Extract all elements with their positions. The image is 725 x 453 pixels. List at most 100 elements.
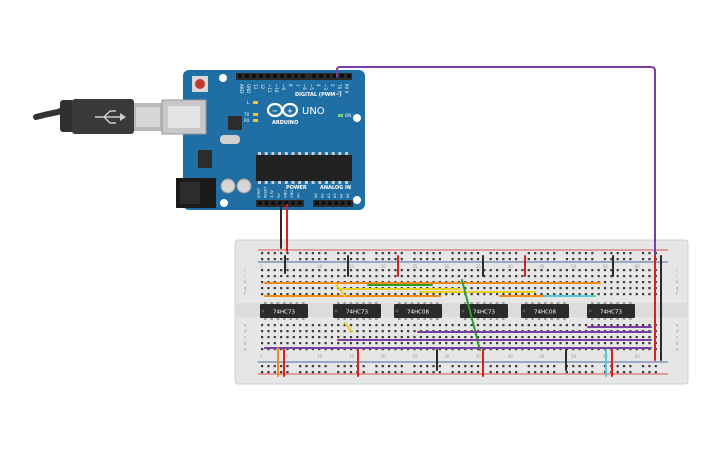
voltage-regulator — [198, 150, 212, 168]
digital-header-label: DIGITAL (PWM~) — [295, 92, 342, 98]
analog-header — [313, 200, 353, 207]
analog-pin-label: A2 — [327, 193, 331, 198]
row-letter: h — [676, 280, 679, 285]
column-number: 5 — [285, 354, 288, 359]
row-letter: a — [676, 347, 679, 352]
ic-chip: 74HC73 — [260, 302, 308, 320]
usb-cable — [33, 99, 162, 134]
row-letter: i — [244, 274, 245, 279]
svg-text:ON: ON — [345, 113, 351, 118]
power-pin-label: GND — [283, 190, 287, 198]
svg-text:+: + — [287, 107, 293, 115]
led-on — [338, 114, 343, 117]
atmega-chip — [256, 155, 352, 181]
power-pin-label: IOREF — [257, 188, 261, 198]
column-number: 50 — [571, 264, 577, 269]
row-letter: j — [675, 268, 677, 273]
row-letter: e — [244, 323, 247, 328]
column-number: 20 — [381, 264, 387, 269]
led-rx — [253, 119, 258, 122]
row-letter: c — [676, 335, 678, 340]
capacitor-1 — [220, 178, 236, 194]
analog-pin-label: A5 — [346, 193, 350, 198]
column-number: 40 — [508, 354, 514, 359]
row-letter: j — [243, 268, 245, 273]
chip-label: 74HC73 — [600, 310, 622, 316]
digital-pin-label: 13 — [253, 84, 258, 90]
row-letter: g — [244, 286, 247, 291]
column-number: 20 — [381, 354, 387, 359]
column-number: 35 — [476, 264, 482, 269]
chip-label: 74HC08 — [407, 310, 429, 316]
power-pin-label: Vin — [297, 192, 301, 198]
svg-text:−: − — [272, 107, 278, 115]
column-number: 50 — [571, 354, 577, 359]
ic-chip: 74HC08 — [521, 302, 569, 320]
row-letter: d — [244, 329, 247, 334]
column-number: 25 — [412, 354, 418, 359]
column-number: 35 — [476, 354, 482, 359]
power-pin-label: 5V — [277, 193, 281, 198]
ic-chip: 74HC73 — [587, 302, 635, 320]
wire-green-diagonal[interactable] — [461, 279, 481, 351]
digital-pin-label: ~3 — [323, 84, 328, 90]
svg-text:TX: TX — [243, 112, 249, 117]
analog-pin-label: A3 — [333, 193, 337, 198]
row-letter: b — [676, 341, 679, 346]
analog-pin-label: A1 — [320, 193, 324, 198]
row-letter: h — [244, 280, 247, 285]
digital-pin-label: 8 — [288, 84, 293, 87]
digital-pin-label: RX 0 — [344, 84, 349, 94]
column-number: 25 — [412, 264, 418, 269]
digital-pin-label: ~10 — [274, 84, 279, 93]
digital-pin-label: ~5 — [309, 84, 314, 90]
svg-text:L: L — [247, 100, 250, 105]
digital-pin-label: ~11 — [267, 84, 272, 93]
digital-pin-label: 7 — [295, 84, 300, 87]
analog-header-label: ANALOG IN — [320, 185, 351, 191]
row-letter: b — [244, 341, 247, 346]
crystal — [220, 135, 240, 144]
capacitor-2 — [236, 178, 252, 194]
ic-chip: 74HC73 — [333, 302, 381, 320]
analog-pin-label: A0 — [314, 193, 318, 198]
column-number: 1 — [260, 354, 263, 359]
row-letter: f — [676, 292, 678, 297]
ic-chip: 74HC73 — [460, 302, 508, 320]
digital-pin-label: 2 — [330, 84, 335, 87]
board-model: UNO — [302, 106, 325, 117]
power-header-label: POWER — [286, 185, 307, 191]
chip-label: 74HC73 — [473, 310, 495, 316]
column-number: 15 — [349, 264, 355, 269]
row-letter: c — [244, 335, 246, 340]
row-letter: g — [676, 286, 679, 291]
digital-pin-label: 12 — [260, 84, 265, 90]
column-number: 5 — [285, 264, 288, 269]
power-pin-label: GND — [290, 190, 294, 198]
board-brand: ARDUINO — [272, 120, 298, 126]
row-letter: d — [676, 329, 679, 334]
row-letter: f — [244, 292, 246, 297]
row-letter: a — [244, 347, 247, 352]
wires — [264, 66, 662, 377]
digital-pin-label: AREF — [239, 84, 244, 95]
column-number: 60 — [635, 264, 641, 269]
led-l — [253, 101, 258, 104]
column-number: 40 — [508, 264, 514, 269]
column-number: 30 — [444, 354, 450, 359]
row-letter: i — [676, 274, 677, 279]
column-number: 10 — [317, 354, 323, 359]
column-number: 60 — [635, 354, 641, 359]
led-tx — [253, 113, 258, 116]
svg-text:RX: RX — [244, 118, 250, 123]
column-number: 45 — [539, 264, 545, 269]
digital-pin-label: TX 1 — [337, 83, 342, 93]
wire-digital-signal[interactable] — [336, 66, 656, 271]
power-pin-label: RESET — [264, 186, 268, 198]
power-pin-label: 3.3V — [270, 189, 274, 198]
arduino-infinity-logo — [266, 102, 299, 118]
usb-controller-chip — [228, 116, 242, 130]
digital-pin-label: ~9 — [281, 84, 286, 90]
